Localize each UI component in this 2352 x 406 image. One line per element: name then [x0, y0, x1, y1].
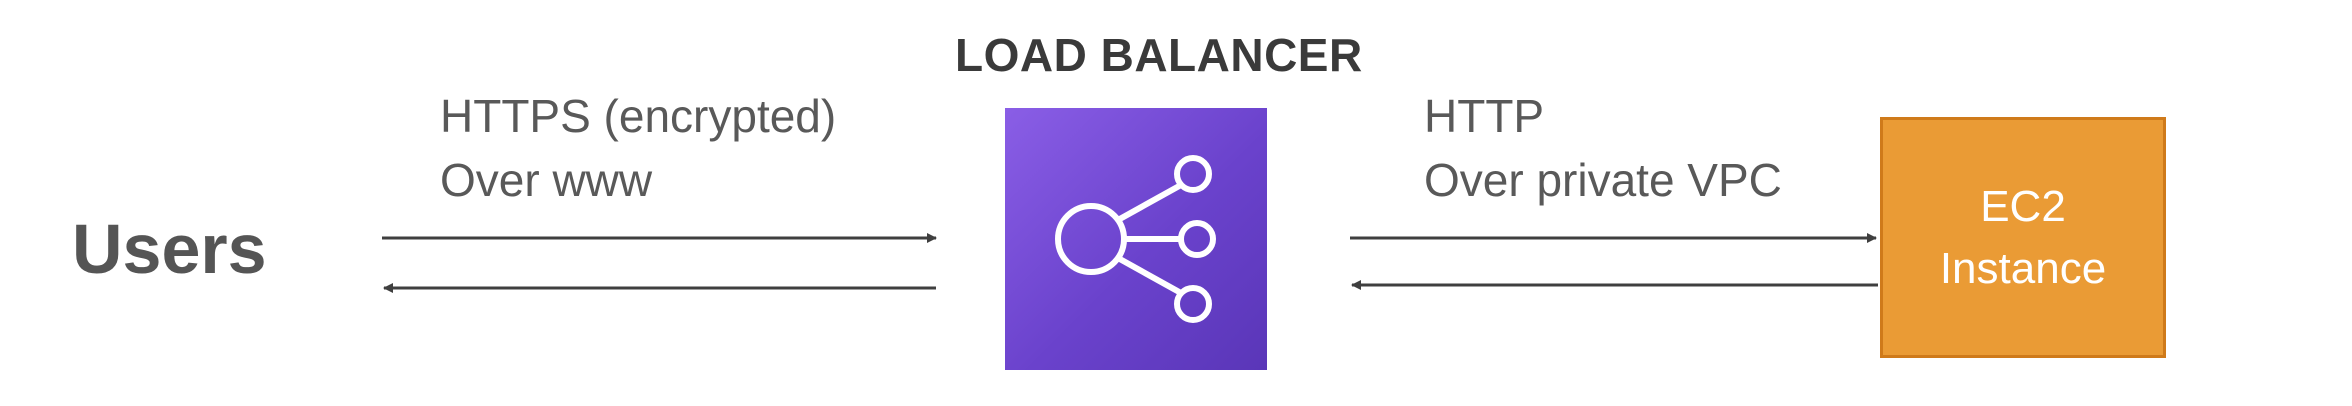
lb-to-ec2-protocol: HTTP: [1424, 90, 1545, 142]
ec2-label-line2: Instance: [1939, 243, 2107, 293]
load-balancer-icon: [1055, 155, 1216, 323]
lb-to-ec2-network: Over private VPC: [1424, 154, 1782, 206]
users-to-lb-network: Over www: [440, 154, 653, 206]
load-balancer-node: [1005, 108, 1267, 370]
lb-to-ec2-label: HTTP Over private VPC: [1424, 84, 1782, 212]
load-balancer-title: LOAD BALANCER: [955, 29, 1363, 81]
users-to-lb-protocol: HTTPS (encrypted): [440, 90, 837, 142]
users-to-lb-label: HTTPS (encrypted) Over www: [440, 84, 836, 212]
ec2-instance-node: EC2 Instance: [1880, 117, 2166, 358]
ec2-label-line1: EC2: [1980, 181, 2066, 231]
users-label: Users: [72, 210, 267, 288]
